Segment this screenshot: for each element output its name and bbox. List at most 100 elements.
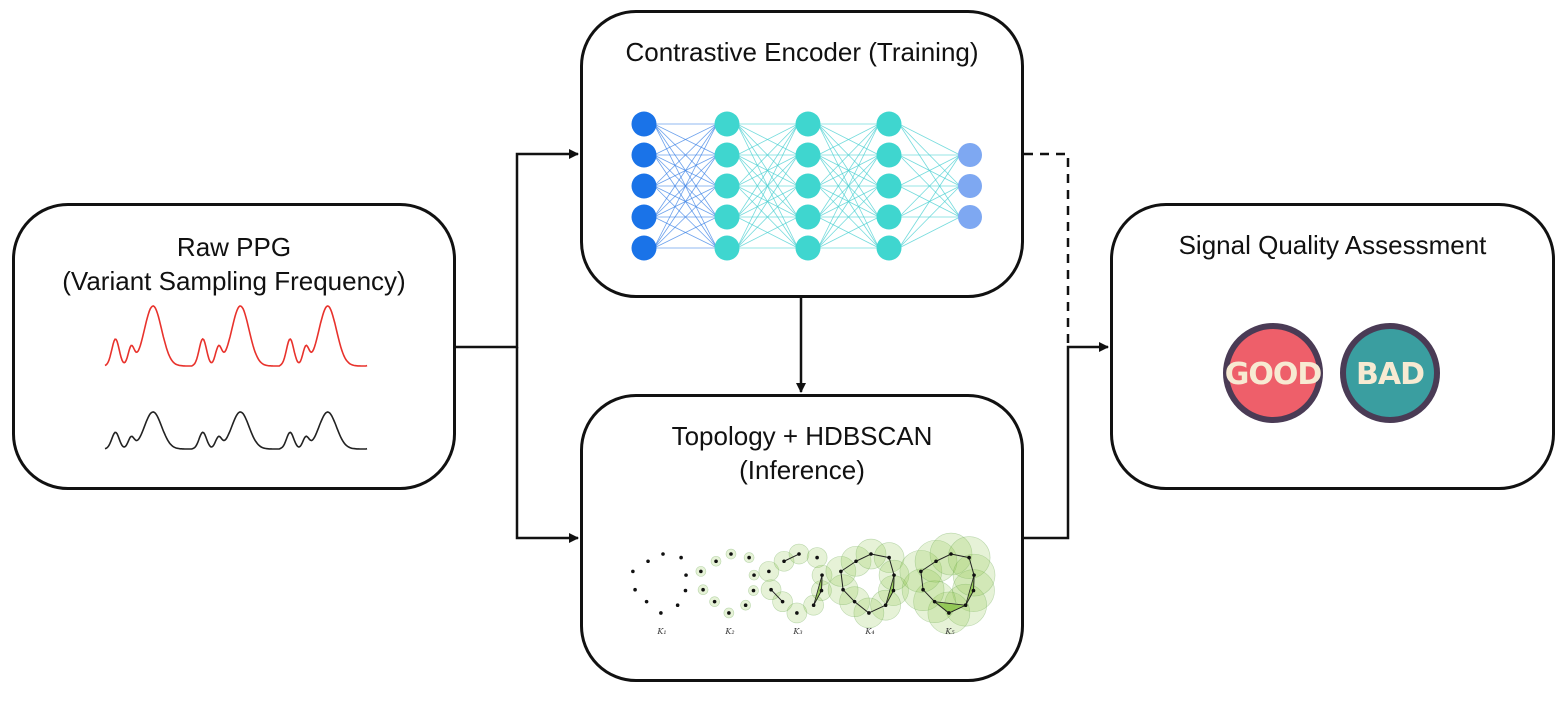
network-edge: [817, 123, 880, 156]
filtration-point: [869, 552, 873, 556]
filtration-point: [891, 588, 896, 593]
bad-badge-circle: [1340, 323, 1440, 423]
raw-ppg-title: Raw PPG: [176, 232, 292, 262]
topology-title: Topology + HDBSCAN: [671, 421, 933, 451]
filtration-point: [699, 569, 703, 574]
filtration-stage-label: K₅: [944, 627, 955, 636]
arrow-raw-to-encoder: [456, 149, 579, 349]
filtration-edge: [868, 604, 886, 614]
filtration-point: [887, 555, 891, 560]
network-edge: [898, 216, 961, 249]
network-edge: [736, 123, 799, 218]
network-edge: [736, 123, 799, 156]
filtration-point: [751, 588, 756, 593]
network-edge: [653, 123, 718, 187]
network-edge: [736, 123, 799, 249]
filtration-simplex: [965, 575, 975, 606]
filtration-point: [675, 603, 680, 608]
network-edge: [736, 154, 799, 249]
filtration-point: [839, 569, 843, 574]
network-node: [876, 173, 902, 199]
filtration-edge: [968, 557, 975, 576]
filtration-point: [949, 552, 953, 556]
filtration-point: [683, 588, 688, 593]
filtration-point: [854, 559, 858, 564]
bad-badge-label: BAD: [1356, 357, 1424, 392]
network-edge: [736, 216, 799, 249]
network-edge: [653, 154, 718, 249]
network-node: [714, 204, 740, 230]
network-edge: [898, 123, 961, 156]
network-node: [795, 173, 821, 199]
filtration-point: [820, 573, 824, 577]
filtration-simplex: [813, 575, 823, 606]
network-node: [795, 142, 821, 168]
filtration-point: [852, 599, 857, 604]
network-node: [876, 142, 902, 168]
filtration-point: [867, 611, 871, 615]
network-edge: [898, 185, 961, 249]
network-edge: [736, 123, 799, 187]
network-node: [714, 173, 740, 199]
network-node: [631, 235, 657, 261]
filtration-edge: [922, 589, 935, 603]
network-node: [631, 111, 657, 137]
encoder-title: Contrastive Encoder (Training): [625, 37, 979, 67]
network-edge: [736, 185, 799, 249]
filtration-edge: [920, 560, 937, 572]
ppg-wave-red: [104, 305, 368, 367]
network-nodes: [631, 111, 982, 261]
ppg-wave-black: [104, 411, 368, 450]
network-edge: [817, 123, 880, 218]
connectors: [456, 149, 1109, 543]
filtration-point: [972, 573, 976, 577]
topology-box: Topology + HDBSCAN (Inference): [580, 394, 1024, 682]
filtration-point: [747, 555, 751, 560]
network-node: [714, 142, 740, 168]
filtration-stage: K₂: [695, 548, 760, 636]
filtration-edge: [842, 589, 855, 603]
filtration-point: [921, 587, 925, 592]
filtration-edge: [840, 571, 844, 590]
filtration-stage: K₅: [899, 532, 996, 636]
filtration-point: [971, 588, 976, 593]
network-edge: [898, 154, 961, 218]
network-node: [795, 235, 821, 261]
filtration-point: [841, 587, 845, 592]
filtration-point: [729, 552, 733, 556]
filtration-point: [883, 603, 888, 608]
filtration-point: [811, 603, 816, 608]
filtration-edge: [950, 553, 970, 559]
filtration-point: [752, 573, 756, 577]
filtration-simplex: [933, 601, 968, 614]
filtration-point: [712, 599, 717, 604]
network-node: [631, 204, 657, 230]
good-badge-label: GOOD: [1225, 357, 1322, 392]
filtration-edge: [770, 589, 783, 603]
network-node: [876, 235, 902, 261]
filtration-point: [967, 555, 971, 560]
network-edges: [653, 123, 961, 249]
network-edge: [653, 123, 718, 156]
arrow-encoder-to-assessment-dashed: [1024, 152, 1070, 347]
filtration-point: [684, 573, 688, 577]
filtration-point: [782, 559, 786, 564]
network-edge: [653, 123, 718, 218]
network-edge: [653, 123, 718, 249]
assessment-box: Signal Quality Assessment: [1110, 203, 1555, 490]
network-node: [631, 142, 657, 168]
network-edge: [817, 185, 880, 249]
network-edge: [817, 123, 880, 187]
filtration-stage: K₁: [631, 552, 688, 636]
filtration-edge: [783, 553, 800, 562]
network-node: [876, 204, 902, 230]
raw-ppg-subtitle: (Variant Sampling Frequency): [62, 266, 406, 296]
filtration-point: [631, 569, 635, 574]
filtration-point: [780, 599, 785, 604]
network-node: [958, 143, 982, 167]
network-node: [795, 204, 821, 230]
filtration-edge: [888, 557, 895, 576]
